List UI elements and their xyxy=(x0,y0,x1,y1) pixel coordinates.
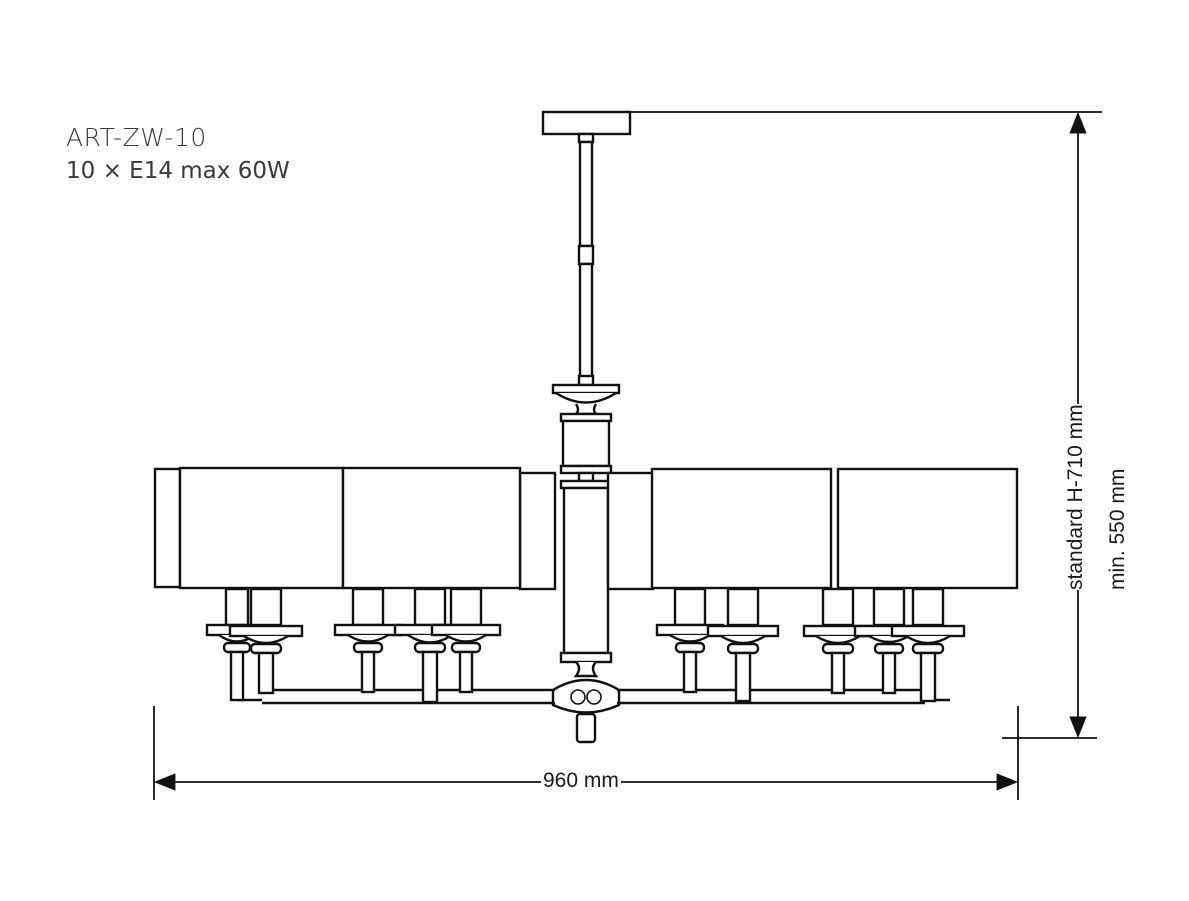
candle-holders xyxy=(205,587,966,704)
lampshades-left xyxy=(153,466,557,591)
bulb-spec: 10 × E14 max 60W xyxy=(66,158,290,184)
lampshades-right xyxy=(606,467,1019,591)
ceiling-canopy xyxy=(541,110,632,387)
title-block: ART-ZW-10 10 × E14 max 60W xyxy=(66,122,290,188)
central-column xyxy=(551,383,621,744)
height-standard-label: standard H-710 mm xyxy=(1064,404,1088,590)
height-min-label: min. 550 mm xyxy=(1106,468,1130,590)
width-dimension-label: 960 mm xyxy=(541,769,621,793)
model-name: ART-ZW-10 xyxy=(66,123,207,152)
